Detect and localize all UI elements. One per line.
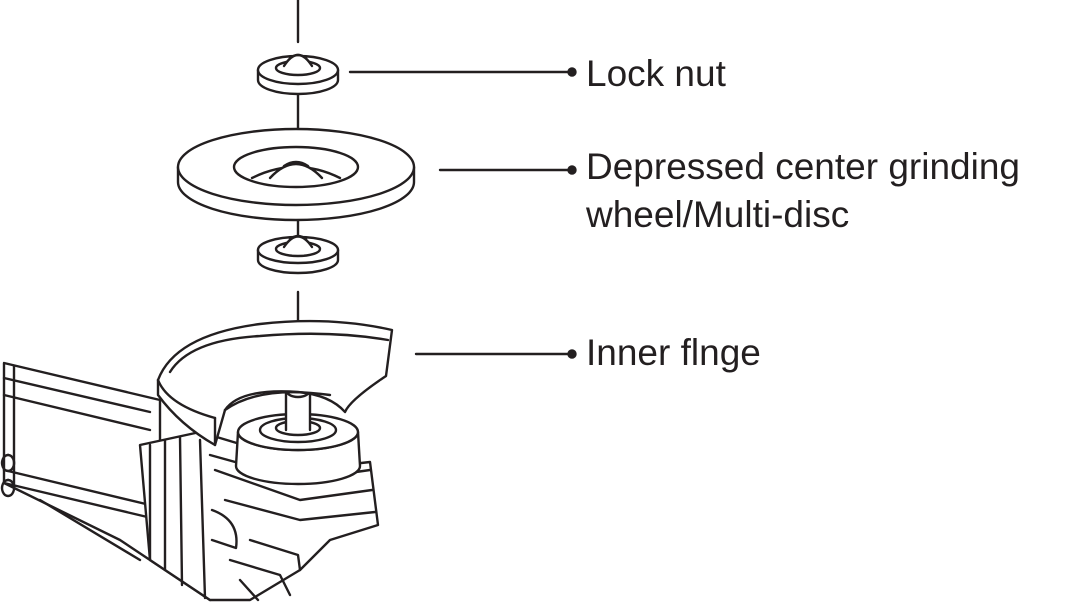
- lock-nut-label: Lock nut: [586, 53, 726, 94]
- leader-line-lock-nut: [348, 67, 577, 77]
- grinder-body: [0, 361, 380, 602]
- grinding-wheel-label-line1: Depressed center grinding: [586, 146, 1020, 187]
- leader-line-grinding-wheel: [438, 165, 577, 175]
- grinding-wheel-label-line2: wheel/Multi-disc: [586, 194, 850, 235]
- leader-line-inner-flange: [414, 349, 577, 359]
- grinding-wheel-part: [176, 127, 416, 222]
- inner-flange-label: Inner flnge: [586, 332, 761, 373]
- inner-flange-part: [256, 234, 340, 275]
- grinding-wheel-label: Depressed center grinding wheel/Multi-di…: [586, 143, 1020, 239]
- wheel-guard: [156, 319, 394, 447]
- lock-nut-part: [256, 53, 340, 96]
